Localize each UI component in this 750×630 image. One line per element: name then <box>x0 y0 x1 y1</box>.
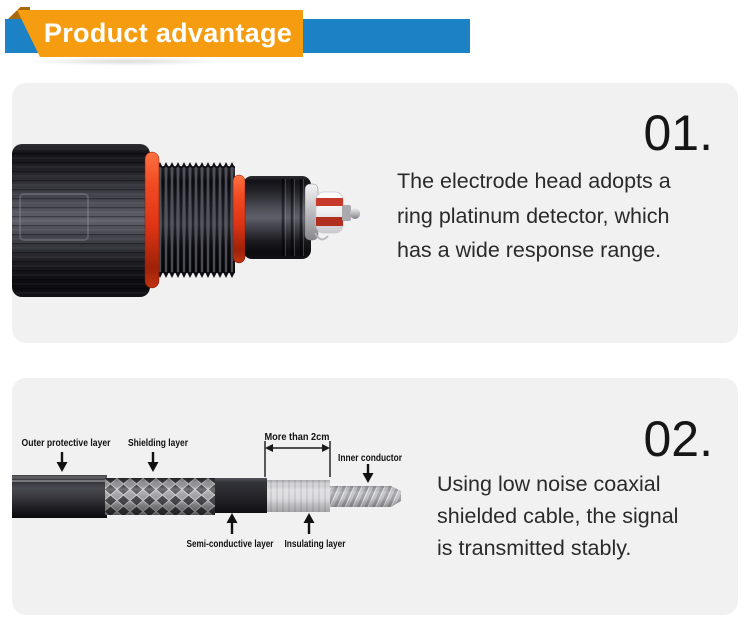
metal-pin <box>342 205 360 221</box>
label-semi-conductive-layer: Semi-conductive layer <box>187 539 274 550</box>
probe-body <box>12 144 150 297</box>
tip-wire-hook <box>314 232 329 241</box>
advantage-1-line-3: has a wide response range. <box>397 238 662 262</box>
advantage-2-line-1: Using low noise coaxial <box>437 472 661 496</box>
electrode-tip <box>314 191 344 241</box>
advantage-number-1: 01. <box>643 105 713 161</box>
arrow-inner-conductor <box>362 464 374 483</box>
cable-insulating-layer <box>267 480 330 512</box>
thread-section <box>157 162 235 278</box>
label-inner-conductor: Inner conductor <box>338 453 402 464</box>
advantage-1-line-2: ring platinum detector, which <box>397 203 670 228</box>
probe-nose-section <box>243 176 311 259</box>
page-title: Product advantage <box>43 18 293 48</box>
advantage-2-line-3: is transmitted stably. <box>437 536 632 560</box>
arrow-shielding <box>147 452 159 472</box>
advantage-1-line-1: The electrode head adopts a <box>397 169 671 193</box>
page-title-banner: Product advantage <box>17 10 303 57</box>
o-ring-large <box>144 151 160 289</box>
electrode-photo <box>12 144 360 297</box>
label-more-than-2cm: More than 2cm <box>265 432 330 443</box>
advantage-text-2: Using low noise coaxial shielded cable, … <box>437 468 678 564</box>
cable-outer-layer <box>12 475 107 518</box>
label-shielding-layer: Shielding layer <box>128 438 188 449</box>
arrow-outer-protective <box>56 452 68 472</box>
arrow-insulating <box>303 513 315 534</box>
cable-semi-conductive-layer <box>215 478 267 513</box>
advantage-2-line-2: shielded cable, the signal <box>437 504 679 528</box>
label-insulating-layer: Insulating layer <box>285 539 346 550</box>
advantage-number-2: 02. <box>643 411 713 467</box>
cable-diagram: Outer protective layer Shielding layer M… <box>12 432 402 550</box>
arrow-semi-conductive <box>226 513 238 534</box>
label-outer-protective-layer: Outer protective layer <box>22 438 111 449</box>
dimension-marker <box>264 441 331 477</box>
cable-shielding-layer <box>105 478 215 515</box>
o-ring-small <box>232 174 246 264</box>
advantage-text-1: The electrode head adopts a ring platinu… <box>397 164 671 268</box>
banner-shadow <box>26 58 226 65</box>
cable-inner-conductor <box>330 486 401 507</box>
